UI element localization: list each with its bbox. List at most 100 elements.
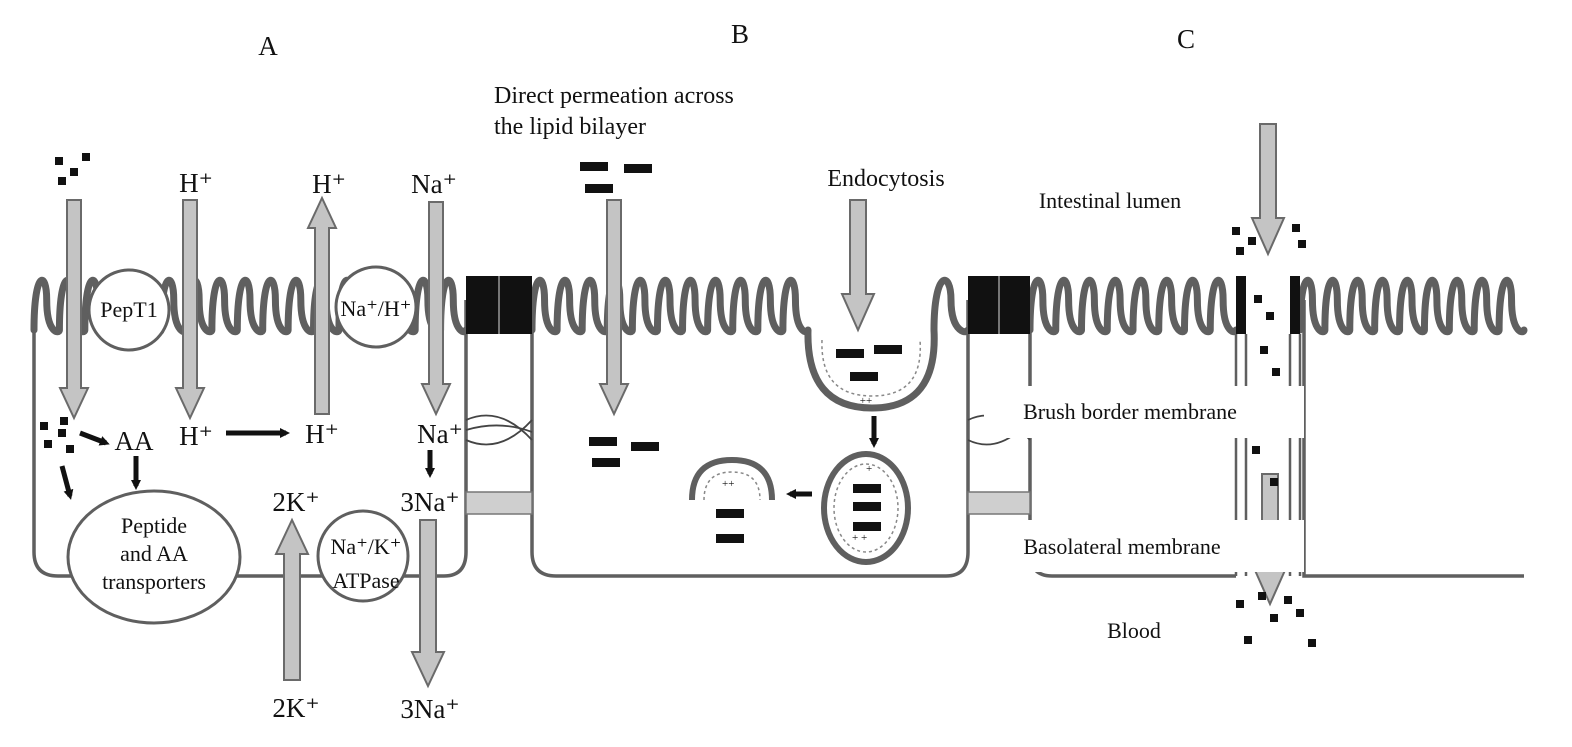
drug-molecule-dot — [1308, 639, 1316, 647]
endocytic-pit-inner — [821, 339, 921, 397]
drug-molecule-dash — [836, 349, 864, 358]
drug-molecule-dot — [1244, 636, 1252, 644]
three-na-blood: 3Na⁺ — [400, 694, 459, 724]
peptide-aa-transporters — [66, 489, 242, 625]
transport-arrows — [58, 123, 1288, 689]
h-ion-exiting: H⁺ — [312, 169, 346, 199]
arrow-peptide-to-aa — [79, 430, 110, 446]
arrow-transcellular-permeation — [598, 199, 630, 417]
drug-molecule-dot — [1236, 247, 1244, 255]
basal-junction-bc — [967, 491, 1031, 515]
aa-label: AA — [115, 426, 154, 456]
microvilli-segment — [1026, 277, 1240, 336]
tight-junction-c-left — [1236, 276, 1246, 334]
labels: A B C Direct permeation across the lipid… — [100, 19, 1237, 724]
endocytosis-structures: ++ + + + ++ — [689, 329, 938, 565]
basal-junction-ab — [465, 491, 533, 515]
pept1-label: PepT1 — [100, 297, 157, 322]
na-h-exchanger — [334, 265, 418, 349]
arrow-peptide-uptake — [58, 199, 90, 421]
drug-molecule-dot — [1272, 368, 1280, 376]
drug-molecule-dot — [58, 177, 66, 185]
h-ion-cytosol-2: H⁺ — [305, 419, 339, 449]
arrow-2k-from-blood — [274, 517, 310, 681]
basolateral-label: Basolateral membrane — [1023, 534, 1220, 559]
drug-molecule-dot — [40, 422, 48, 430]
svg-text:++: ++ — [860, 395, 872, 407]
atpase-label-line2: ATPase — [332, 568, 399, 593]
fusing-vesicle — [689, 456, 775, 501]
panel-b-title: B — [731, 19, 749, 49]
drug-molecule-dot — [1236, 600, 1244, 608]
drug-molecule-dot — [66, 445, 74, 453]
drug-molecule-dot — [1298, 240, 1306, 248]
drug-molecule-dash — [874, 345, 902, 354]
drug-molecules-dashes — [580, 162, 902, 543]
drug-molecule-dot — [1284, 596, 1292, 604]
drug-molecule-dot — [70, 168, 78, 176]
pept1-transporter — [87, 268, 171, 352]
drug-molecules-dots — [40, 153, 1316, 647]
cell-a-body — [32, 300, 468, 578]
arrow-peptide-to-transporter — [59, 465, 74, 500]
membrane-charges: ++ + + + ++ — [722, 395, 872, 544]
drug-molecule-dot — [1260, 346, 1268, 354]
drug-molecule-dot — [55, 157, 63, 165]
two-k-blood: 2K⁺ — [272, 693, 319, 723]
drug-molecule-dash — [592, 458, 620, 467]
arrow-h-uptake — [174, 199, 206, 421]
drug-molecule-dot — [1254, 295, 1262, 303]
arrow-na-uptake — [420, 201, 452, 417]
peptide-transporters-line2: and AA — [120, 541, 188, 566]
svg-text:+: + — [866, 463, 872, 475]
brush-border-label: Brush border membrane — [1023, 399, 1237, 424]
drug-molecule-dot — [1296, 609, 1304, 617]
cell-b-body — [530, 300, 970, 578]
drug-molecule-dot — [1266, 312, 1274, 320]
tight-junction-c-right — [1290, 276, 1300, 334]
drug-molecule-dot — [1292, 224, 1300, 232]
three-na-cytosol: 3Na⁺ — [400, 487, 459, 517]
drug-molecule-dot — [1258, 592, 1266, 600]
arrow-h-efflux — [306, 195, 338, 415]
basal-junctions — [465, 491, 1031, 515]
brush-border-microvilli — [30, 277, 1528, 336]
microvilli-segment — [1296, 277, 1528, 336]
drug-molecule-dash — [580, 162, 608, 171]
arrow-3na-to-blood — [410, 519, 446, 689]
drug-molecule-dash — [631, 442, 659, 451]
basolateral-label-bg — [986, 520, 1304, 572]
svg-text:+ +: + + — [852, 532, 867, 544]
drug-molecule-dash — [853, 502, 881, 511]
arrow-paracellular-entry — [1250, 123, 1286, 257]
panel-a-transporters — [66, 265, 418, 625]
na-ion-entering: Na⁺ — [411, 169, 457, 199]
desmosome-fibers — [465, 414, 1031, 446]
drug-molecule-dot — [1252, 446, 1260, 454]
endocytosis-label: Endocytosis — [827, 166, 944, 192]
drug-molecule-dash — [850, 372, 878, 381]
drug-molecule-dash — [853, 484, 881, 493]
microvilli-segment — [528, 277, 812, 336]
panel-c-title: C — [1177, 24, 1195, 54]
peptide-transporters-line3: transporters — [102, 569, 206, 594]
h-ion-entering: H⁺ — [179, 168, 213, 198]
drug-molecule-dot — [1270, 614, 1278, 622]
permeation-label-line1: Direct permeation across — [494, 83, 734, 109]
drug-molecule-dash — [716, 509, 744, 518]
arrow-endocytosis — [840, 199, 876, 333]
blood-label: Blood — [1107, 618, 1161, 643]
drug-molecule-dot — [1248, 237, 1256, 245]
microvilli-segment — [930, 277, 972, 336]
small-black-arrows — [59, 416, 879, 500]
drug-molecule-dash — [624, 164, 652, 173]
drug-molecule-dot — [1270, 478, 1278, 486]
fusing-vesicle-inner — [703, 471, 761, 501]
drug-molecule-dash — [589, 437, 617, 446]
permeation-label-line2: the lipid bilayer — [494, 114, 646, 140]
endocytic-pit — [804, 329, 938, 412]
two-k-cytosol: 2K⁺ — [272, 487, 319, 517]
na-ion-cytosol: Na⁺ — [417, 419, 463, 449]
peptide-transporters-line1: Peptide — [121, 513, 187, 538]
